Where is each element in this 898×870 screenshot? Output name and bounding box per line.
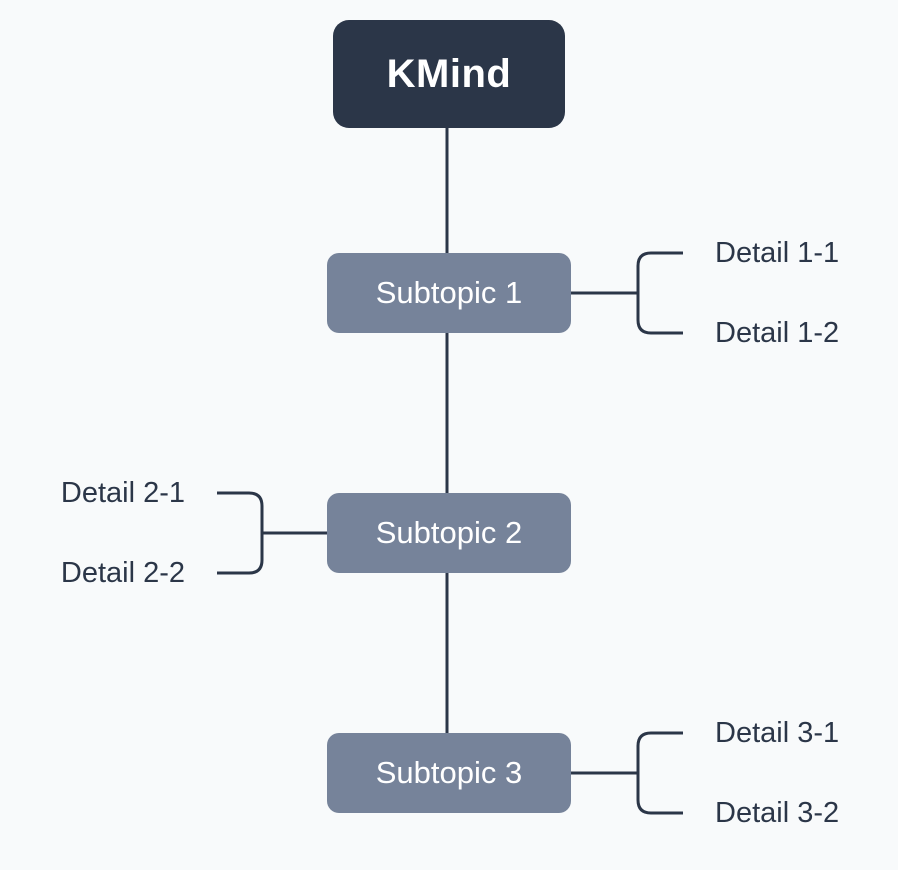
subtopic-node-3[interactable]: Subtopic 3 (327, 733, 571, 813)
subtopic1-bracket (636, 251, 683, 335)
detail-node-2-1[interactable]: Detail 2-1 (60, 477, 185, 509)
subtopic2-bracket (217, 491, 264, 575)
root-node[interactable]: KMind (333, 20, 565, 128)
subtopic3-bracket (636, 731, 683, 815)
detail-node-3-2[interactable]: Detail 3-2 (715, 797, 840, 829)
detail-node-2-2[interactable]: Detail 2-2 (60, 557, 185, 589)
subtopic-node-2[interactable]: Subtopic 2 (327, 493, 571, 573)
detail-node-3-1[interactable]: Detail 3-1 (715, 717, 840, 749)
detail-node-1-1[interactable]: Detail 1-1 (715, 237, 840, 269)
detail-node-1-2[interactable]: Detail 1-2 (715, 317, 840, 349)
subtopic-node-1[interactable]: Subtopic 1 (327, 253, 571, 333)
